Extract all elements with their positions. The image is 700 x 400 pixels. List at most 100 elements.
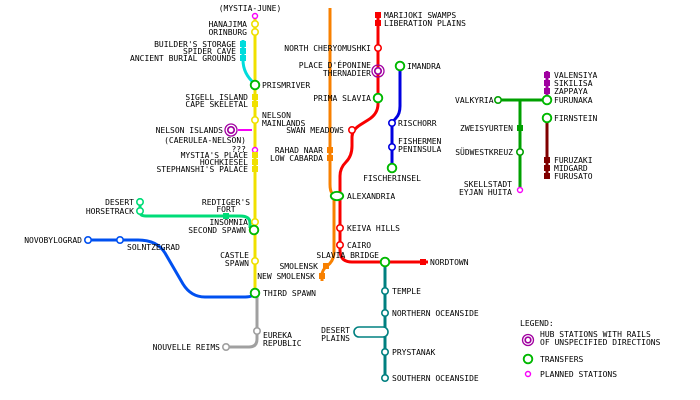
- fischerinsel-station: [386, 162, 398, 174]
- desert-station: [136, 198, 145, 207]
- unknown-station-label: ???: [232, 145, 247, 154]
- northern-oceanside-station: [380, 308, 389, 317]
- keiva-hills-station: [335, 224, 344, 233]
- castle-spawn-label-2: SPAWN: [225, 259, 249, 268]
- smolensk-station: [323, 263, 329, 269]
- second-spawn-label: SECOND SPAWN: [188, 226, 246, 235]
- fishermen-peninsula-label-2: PENINSULA: [398, 145, 442, 154]
- rischorr-label: RISCHORR: [398, 119, 437, 128]
- redtigers-fort-label-1: REDTIGER'S: [202, 198, 250, 207]
- insomnia-label: INSOMNIA: [209, 218, 248, 227]
- valkyria-label: VALKYRIA: [455, 96, 494, 105]
- furusato-label: FURUSATO: [554, 172, 593, 181]
- nelson-islands-hub-outer: [224, 123, 238, 137]
- place-deponine-hub-outer: [371, 64, 385, 78]
- horsetrack-station: [136, 207, 145, 216]
- place-deponine-station: [373, 66, 383, 76]
- valkyria-station: [493, 96, 502, 105]
- nordtown-label: NORDTOWN: [430, 258, 469, 267]
- zweisyurten-label: ZWEISYURTEN: [460, 124, 513, 133]
- stephanshis-palace-station: [252, 166, 258, 172]
- planned-link-stations: NELSON ISLANDS (CAERULEA-NELSON): [156, 123, 246, 145]
- mystias-place-station: [252, 152, 258, 158]
- cyan-line-stations: BUILDER'S STORAGE SPIDER CAVE ANCIENT BU…: [130, 40, 246, 63]
- zappaya-station: [544, 88, 550, 94]
- temple-label: TEMPLE: [392, 287, 421, 296]
- zappaya-label: ZAPPAYA: [554, 87, 588, 96]
- solntzegrad-label: SOLNTZEGRAD: [127, 243, 180, 252]
- zweisyurten-station: [517, 125, 523, 131]
- slavia-bridge-label: SLAVIA BRIDGE: [316, 251, 379, 260]
- nelson-mainlands-label-1: NELSON: [262, 111, 291, 120]
- prystanak-label: PRYSTANAK: [392, 348, 436, 357]
- prismriver-station: [249, 79, 261, 91]
- redtigers-fort-station: [223, 213, 229, 219]
- slavia-bridge-station: [379, 256, 391, 268]
- legend-title: LEGEND:: [520, 319, 554, 328]
- fishermen-peninsula-station: [387, 143, 396, 152]
- sudwestkreuz-station: [515, 148, 524, 157]
- skellstadt-label-2: EYJAN HUITA: [459, 188, 512, 197]
- southern-oceanside-label: SOUTHERN OCEANSIDE: [392, 374, 479, 383]
- alexandria-label: ALEXANDRIA: [347, 192, 395, 201]
- prystanak-station: [380, 347, 389, 356]
- horsetrack-label: HORSETRACK: [86, 207, 134, 216]
- caerulea-nelson-label: (CAERULEA-NELSON): [164, 136, 246, 145]
- sudwestkreuz-label: SÜDWESTKREUZ: [455, 147, 513, 157]
- marijoki-swamps-station: [375, 12, 381, 18]
- builders-storage-station: [240, 41, 246, 47]
- stephanshis-palace-label: STEPHANSHI'S PALACE: [156, 165, 248, 174]
- low-cabarda-label: LOW CABARDA: [270, 154, 323, 163]
- legend-transfers-label: TRANSFERS: [540, 355, 584, 364]
- hanajima-station: [251, 19, 260, 28]
- maroon-line-stations: FIRNSTEIN FURUZAKI MIDGARD FURUSATO: [541, 112, 598, 181]
- green-east-line-stations: VALKYRIA ZWEISYURTEN SÜDWESTKREUZ SKELLS…: [455, 94, 593, 197]
- purple-line-stations: VALENSIYA SIKILISA ZAPPAYA: [544, 71, 598, 96]
- builders-storage-label: BUILDER'S STORAGE: [154, 40, 236, 49]
- nelson-mainlands-label-2: MAINLANDS: [262, 119, 306, 128]
- eureka-republic-station: [253, 326, 262, 335]
- redtigers-fort-label-2: FORT: [216, 205, 235, 214]
- smolensk-label: SMOLENSK: [279, 262, 318, 271]
- place-deponine-label-2: THERNADIER: [323, 69, 371, 78]
- mystia-june-label: (MYSTIA-JUNE): [219, 4, 282, 13]
- rahad-naar-label: RAHAD NAAR: [275, 146, 323, 155]
- imandra-label: IMANDRA: [407, 62, 441, 71]
- spider-cave-label: SPIDER CAVE: [183, 47, 236, 56]
- furunaka-station: [541, 94, 553, 106]
- ancient-burial-grounds-label: ANCIENT BURIAL GROUNDS: [130, 54, 236, 63]
- prima-slavia-label: PRIMA SLAVIA: [313, 94, 371, 103]
- nouvelle-reims-station: [222, 342, 231, 351]
- prismriver-label: PRISMRIVER: [262, 81, 310, 90]
- sigell-island-label: SIGELL ISLAND: [185, 93, 248, 102]
- orinburg-label: ORINBURG: [208, 28, 247, 37]
- hochkiesel-label: HOCHKIESEL: [200, 158, 248, 167]
- nelson-mainlands-station: [251, 116, 260, 125]
- light-blue-line-stations: NOVOBYLOGRAD SOLNTZEGRAD: [24, 236, 180, 252]
- prima-slavia-station: [372, 92, 384, 104]
- gray-line: [226, 296, 259, 349]
- legend-hub-label-1: HUB STATIONS WITH RAILS: [540, 330, 651, 339]
- swan-meadows-station: [347, 126, 356, 135]
- sigell-island-station: [252, 94, 258, 100]
- nelson-islands-label: NELSON ISLANDS: [156, 126, 224, 135]
- fishermen-peninsula-label-1: FISHERMEN: [398, 137, 442, 146]
- desert-plains-station: [353, 326, 389, 338]
- temple-station: [380, 286, 389, 295]
- furunaka-label: FURUNAKA: [554, 96, 593, 105]
- new-smolensk-station: [319, 273, 325, 279]
- southern-oceanside-station: [380, 373, 389, 382]
- cairo-station: [335, 241, 344, 250]
- furusato-station: [544, 173, 550, 179]
- legend-transfer-icon: [522, 353, 534, 365]
- legend-hub-icon: [521, 333, 535, 347]
- green-west-line-stations: DESERT HORSETRACK REDTIGER'S FORT: [86, 198, 250, 219]
- imandra-station: [394, 60, 406, 72]
- third-spawn-label: THIRD SPAWN: [263, 289, 316, 298]
- furuzaki-station: [544, 157, 550, 163]
- nordtown-station: [420, 259, 426, 265]
- unknown-station: [251, 146, 259, 154]
- desert-plains-label-2: PLAINS: [321, 334, 350, 343]
- nouvelle-reims-label: NOUVELLE REIMS: [153, 343, 221, 352]
